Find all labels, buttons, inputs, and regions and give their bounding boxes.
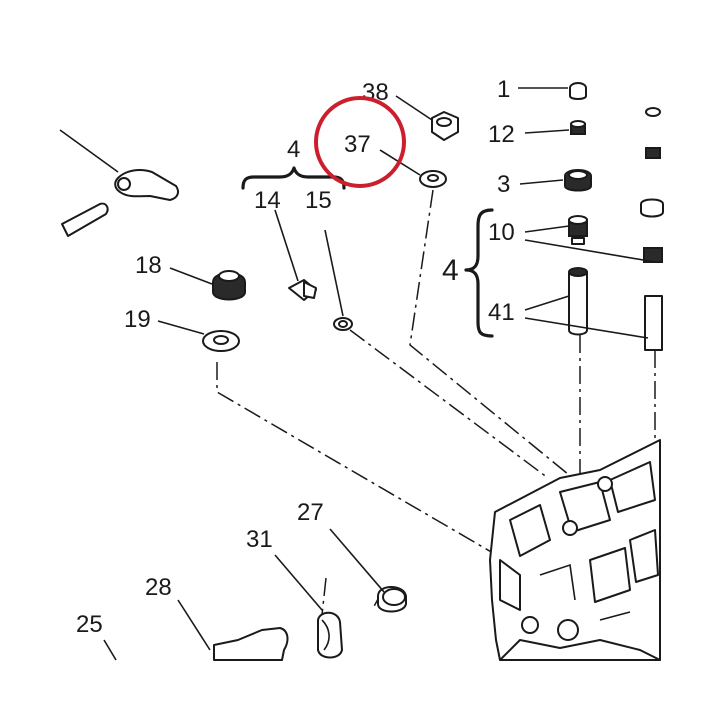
cap-nut-and-washer-parts bbox=[157, 267, 246, 352]
group-brace-top bbox=[241, 166, 346, 190]
callout-18: 18 bbox=[135, 252, 162, 279]
callout-4-top: 4 bbox=[287, 136, 300, 163]
callout-4-right: 4 bbox=[442, 254, 459, 287]
spring-and-bracket-parts bbox=[103, 528, 407, 661]
valve-parts-right bbox=[564, 82, 664, 351]
leader-lines-right bbox=[518, 87, 656, 339]
callout-27: 27 bbox=[297, 499, 324, 526]
callout-1: 1 bbox=[497, 76, 510, 103]
callout-15: 15 bbox=[305, 187, 332, 214]
callout-14: 14 bbox=[254, 187, 281, 214]
callout-28: 28 bbox=[145, 574, 172, 601]
callout-12: 12 bbox=[488, 121, 515, 148]
callout-25: 25 bbox=[76, 611, 103, 638]
callout-37: 37 bbox=[344, 131, 371, 158]
callout-41: 41 bbox=[488, 299, 515, 326]
bolt-and-seal-parts bbox=[274, 209, 353, 331]
rocker-arm-part bbox=[59, 129, 179, 237]
cylinder-head-part bbox=[489, 439, 661, 661]
group-brace-right bbox=[464, 208, 494, 338]
callout-31: 31 bbox=[246, 526, 273, 553]
callout-labels: 1 12 3 10 4 41 38 37 4 14 15 18 19 27 31… bbox=[76, 76, 515, 638]
callout-10: 10 bbox=[488, 219, 515, 246]
callout-19: 19 bbox=[124, 306, 151, 333]
highlight-circle bbox=[314, 96, 406, 188]
callout-3: 3 bbox=[497, 171, 510, 198]
nut-and-washer-parts bbox=[379, 95, 459, 188]
